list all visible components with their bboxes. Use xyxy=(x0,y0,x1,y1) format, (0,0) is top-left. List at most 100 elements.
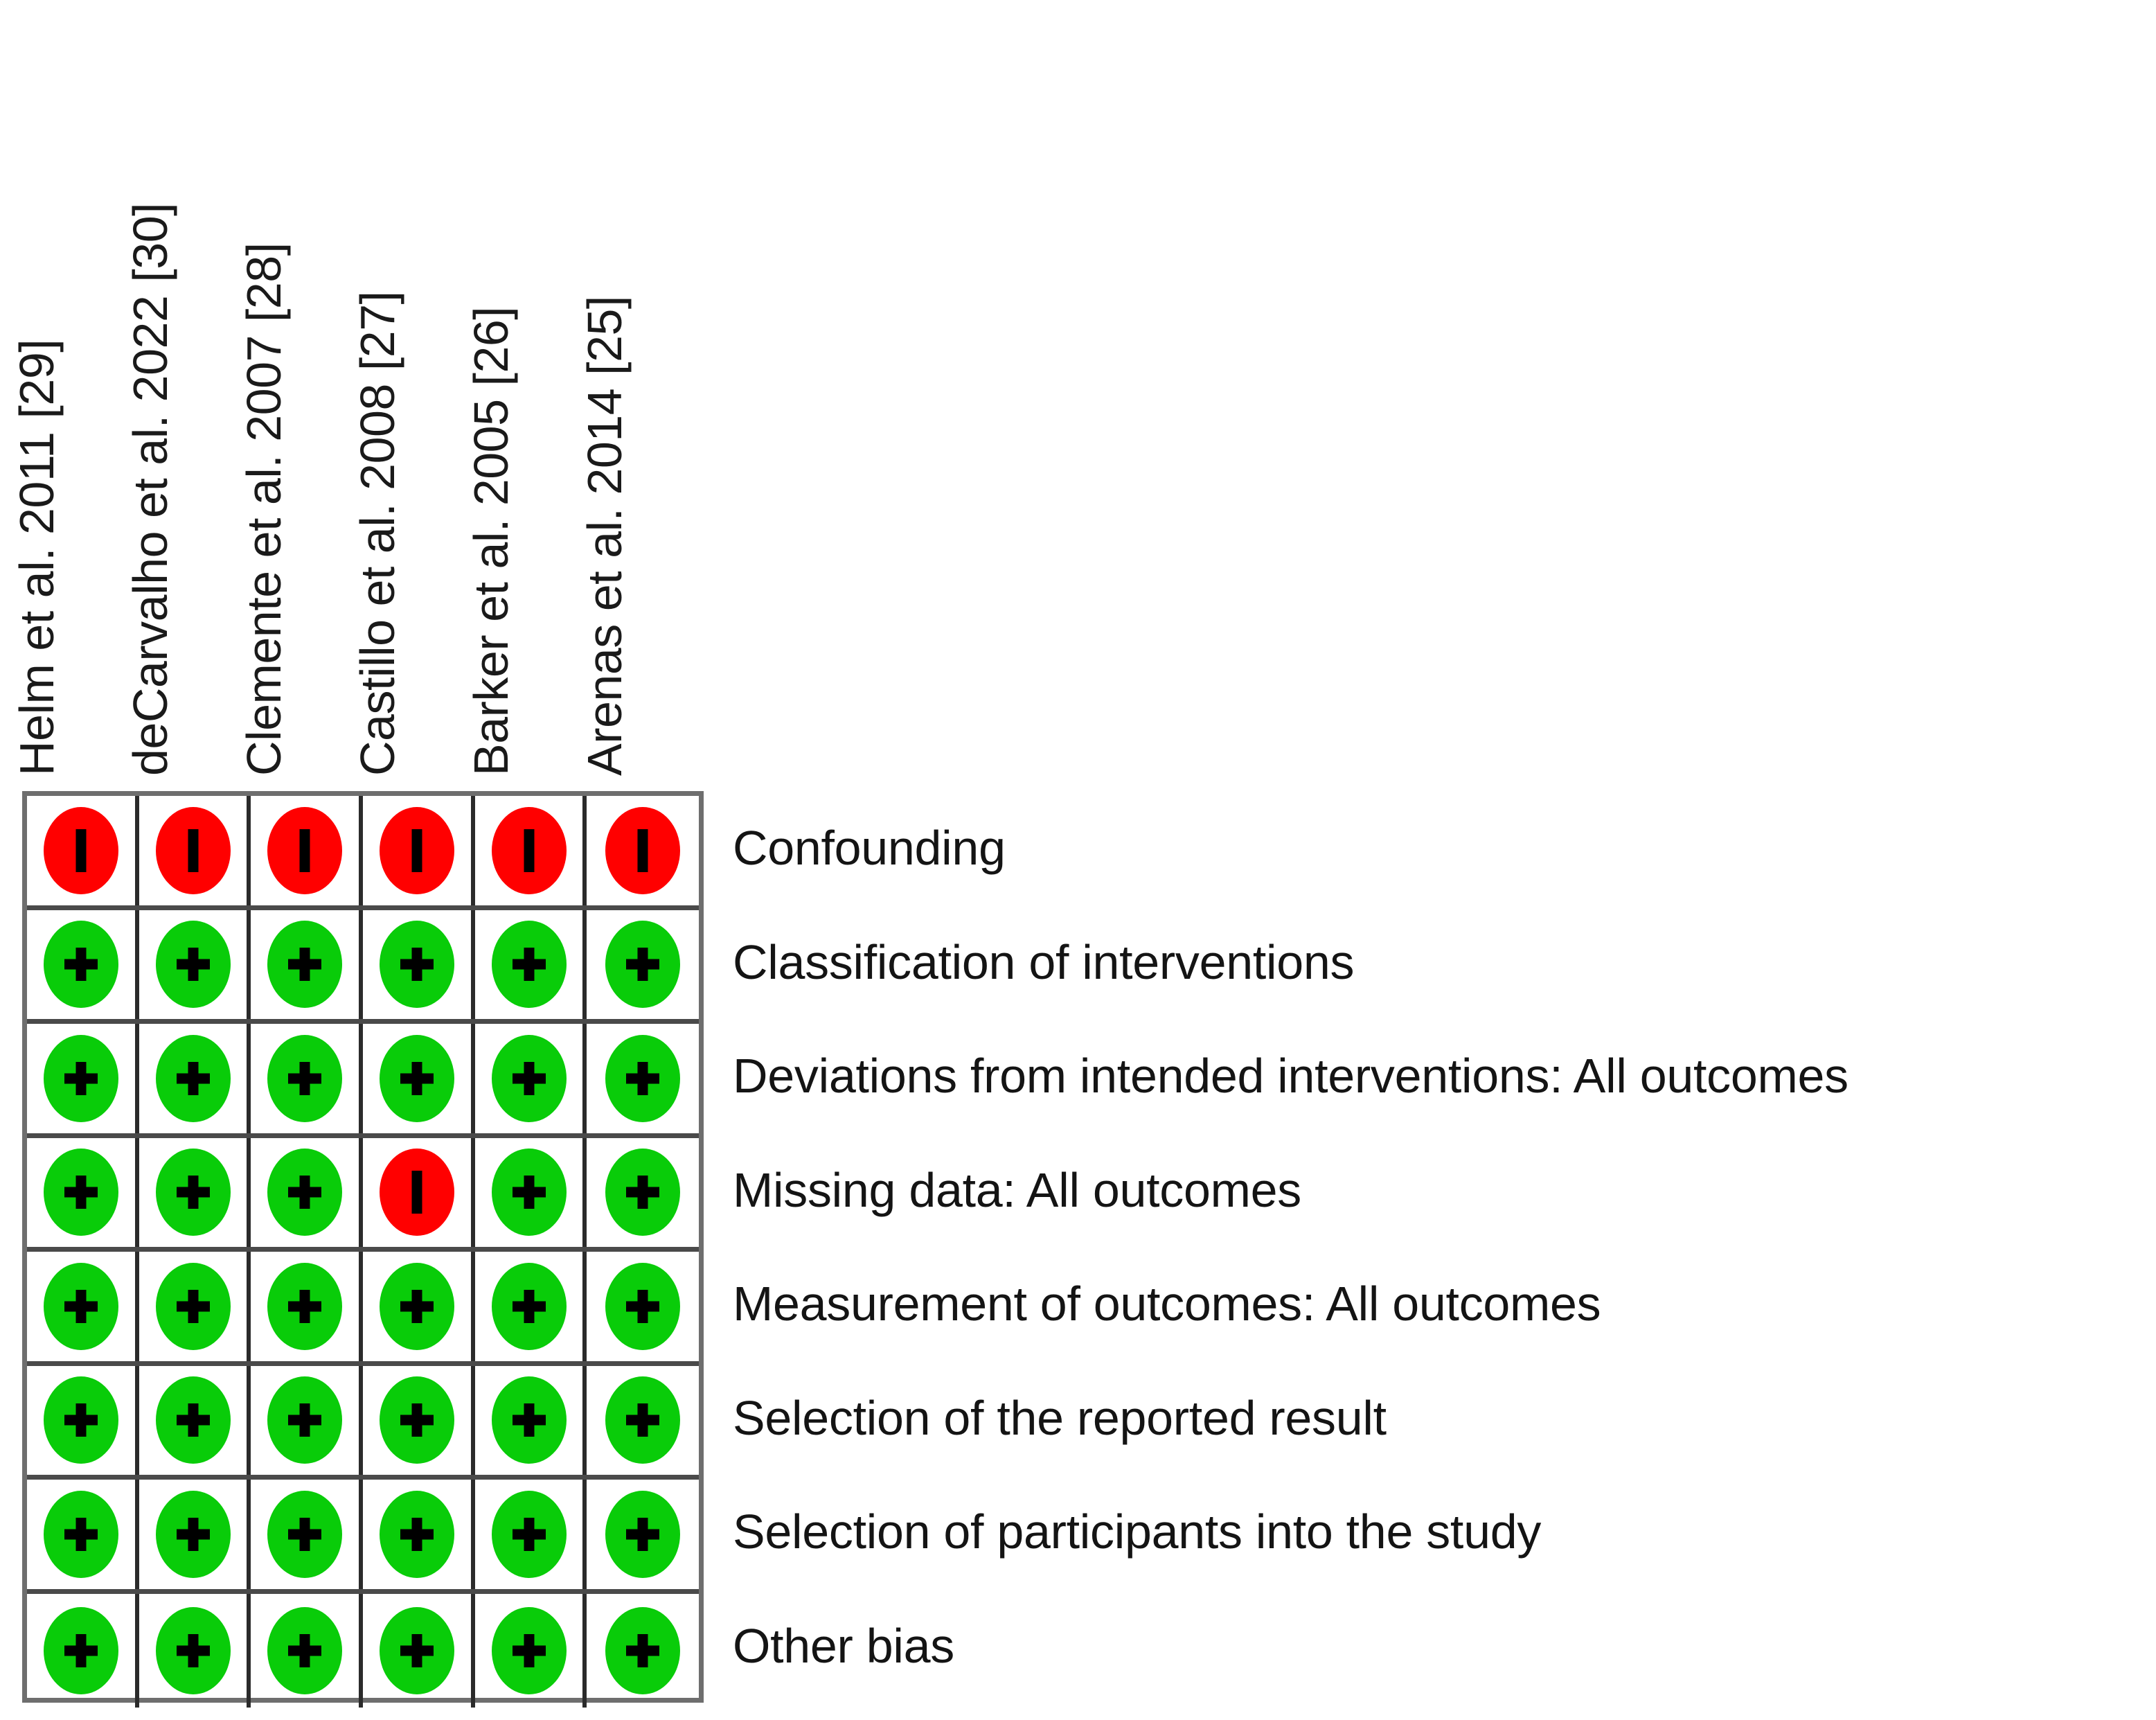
domain-label: Classification of interventions xyxy=(733,934,1355,989)
grid-row xyxy=(27,1365,699,1480)
risk-cell[interactable] xyxy=(27,1593,139,1708)
risk-cell[interactable] xyxy=(27,1480,139,1589)
serious-risk-icon xyxy=(379,806,454,894)
study-header-cell: Clemente et al. 2007 [28] xyxy=(237,0,363,791)
low-risk-icon xyxy=(379,1262,454,1350)
risk-cell[interactable] xyxy=(251,1593,364,1708)
low-risk-icon xyxy=(43,1149,118,1236)
risk-cell[interactable] xyxy=(587,1366,699,1475)
risk-cell[interactable] xyxy=(139,1137,251,1247)
risk-cell[interactable] xyxy=(27,1365,139,1475)
study-header-cell: Arenas et al. 2014 [25] xyxy=(578,0,704,791)
risk-cell[interactable] xyxy=(251,796,364,905)
risk-cell[interactable] xyxy=(363,910,475,1019)
low-risk-icon xyxy=(267,921,343,1009)
risk-cell[interactable] xyxy=(363,1593,475,1708)
risk-cell[interactable] xyxy=(587,1138,699,1248)
risk-cell[interactable] xyxy=(475,910,587,1019)
serious-risk-icon xyxy=(267,806,343,894)
low-risk-icon xyxy=(267,1034,343,1122)
risk-cell[interactable] xyxy=(139,1365,251,1475)
low-risk-icon xyxy=(43,1606,118,1694)
risk-cell[interactable] xyxy=(363,1137,475,1247)
low-risk-icon xyxy=(491,1376,567,1464)
domain-label: Deviations from intended interventions: … xyxy=(733,1049,1848,1103)
low-risk-icon xyxy=(605,1606,681,1694)
risk-cell[interactable] xyxy=(139,1252,251,1361)
risk-cell[interactable] xyxy=(251,1480,364,1589)
study-header-label: deCarvalho et al. 2022 [30] xyxy=(123,202,177,776)
risk-cell[interactable] xyxy=(27,1024,139,1133)
risk-cell[interactable] xyxy=(475,796,587,905)
risk-cell[interactable] xyxy=(587,910,699,1020)
grid-row xyxy=(27,1252,699,1366)
risk-cell[interactable] xyxy=(27,910,139,1019)
low-risk-icon xyxy=(267,1606,343,1694)
risk-cell[interactable] xyxy=(587,1252,699,1361)
risk-cell[interactable] xyxy=(27,1137,139,1247)
low-risk-icon xyxy=(267,1262,343,1350)
risk-cell[interactable] xyxy=(475,1252,587,1361)
low-risk-icon xyxy=(605,1376,681,1464)
risk-cell[interactable] xyxy=(27,796,139,905)
risk-cell[interactable] xyxy=(475,1137,587,1247)
study-header-label: Clemente et al. 2007 [28] xyxy=(237,242,291,776)
study-header-cell: deCarvalho et al. 2022 [30] xyxy=(123,0,249,791)
risk-cell[interactable] xyxy=(251,1365,364,1475)
risk-cell[interactable] xyxy=(587,796,699,905)
risk-cell[interactable] xyxy=(475,1480,587,1589)
risk-cell[interactable] xyxy=(587,1594,699,1708)
risk-cell[interactable] xyxy=(251,910,364,1019)
low-risk-icon xyxy=(605,921,681,1009)
grid-row xyxy=(27,1480,699,1594)
low-risk-icon xyxy=(379,1490,454,1578)
low-risk-icon xyxy=(379,1376,454,1464)
risk-cell[interactable] xyxy=(363,796,475,905)
risk-cell[interactable] xyxy=(139,796,251,905)
low-risk-icon xyxy=(491,1034,567,1122)
low-risk-icon xyxy=(43,1262,118,1350)
risk-cell[interactable] xyxy=(475,1593,587,1708)
risk-of-bias-grid xyxy=(22,791,704,1708)
grid-row xyxy=(27,1024,699,1138)
serious-risk-icon xyxy=(379,1149,454,1236)
low-risk-icon xyxy=(379,1606,454,1694)
serious-risk-icon xyxy=(43,806,118,894)
study-headers-row: Helm et al. 2011 [29]deCarvalho et al. 2… xyxy=(10,0,704,791)
grid-row xyxy=(27,1137,699,1252)
low-risk-icon xyxy=(43,1034,118,1122)
domain-label: Other bias xyxy=(733,1618,954,1673)
risk-cell[interactable] xyxy=(587,1480,699,1589)
study-header-label: Arenas et al. 2014 [25] xyxy=(578,296,632,776)
risk-cell[interactable] xyxy=(251,1252,364,1361)
low-risk-icon xyxy=(43,921,118,1009)
risk-cell[interactable] xyxy=(139,1593,251,1708)
risk-cell[interactable] xyxy=(251,1137,364,1247)
risk-cell[interactable] xyxy=(139,1480,251,1589)
low-risk-icon xyxy=(491,1490,567,1578)
study-header-label: Castillo et al. 2008 [27] xyxy=(350,291,404,776)
domain-label: Missing data: All outcomes xyxy=(733,1162,1301,1217)
risk-cell[interactable] xyxy=(251,1024,364,1133)
risk-cell[interactable] xyxy=(475,1024,587,1133)
grid-row xyxy=(27,1593,699,1708)
risk-cell[interactable] xyxy=(139,1024,251,1133)
risk-cell[interactable] xyxy=(475,1365,587,1475)
risk-cell[interactable] xyxy=(363,1024,475,1133)
risk-cell[interactable] xyxy=(363,1480,475,1589)
study-header-label: Barker et al. 2005 [26] xyxy=(464,306,518,776)
low-risk-icon xyxy=(491,1262,567,1350)
risk-cell[interactable] xyxy=(27,1252,139,1361)
risk-cell[interactable] xyxy=(363,1365,475,1475)
low-risk-icon xyxy=(155,1149,231,1236)
risk-cell[interactable] xyxy=(139,910,251,1019)
risk-cell[interactable] xyxy=(587,1024,699,1133)
serious-risk-icon xyxy=(605,806,681,894)
low-risk-icon xyxy=(155,1262,231,1350)
risk-cell[interactable] xyxy=(363,1252,475,1361)
low-risk-icon xyxy=(155,1490,231,1578)
low-risk-icon xyxy=(43,1490,118,1578)
study-header-cell: Castillo et al. 2008 [27] xyxy=(350,0,476,791)
low-risk-icon xyxy=(379,1034,454,1122)
